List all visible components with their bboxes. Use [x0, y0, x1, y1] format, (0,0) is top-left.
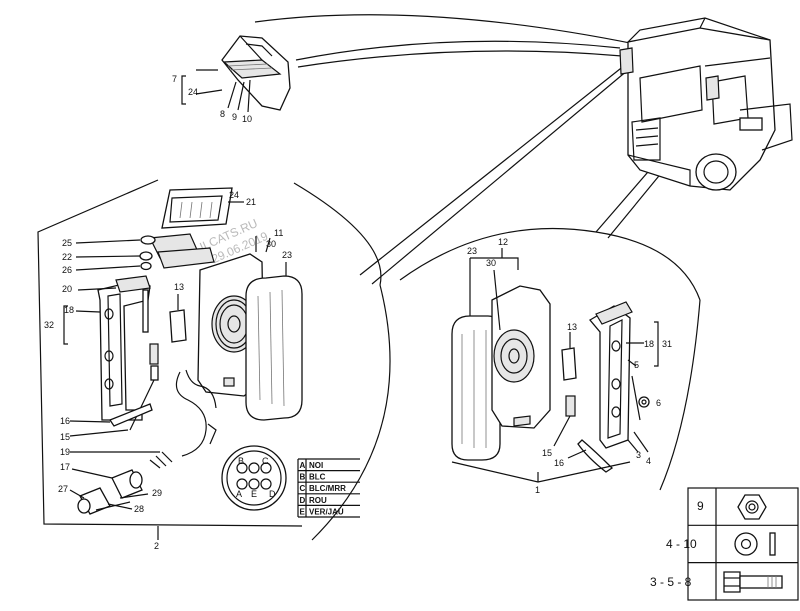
- callout-31: 31: [662, 339, 672, 349]
- callout-6: 6: [656, 398, 661, 408]
- callout-23-right: 23: [467, 246, 477, 256]
- callout-20: 20: [62, 284, 72, 294]
- legend-row-b: B BLC: [300, 473, 326, 482]
- top-inset-small-mirror: 7 24 8 9 10: [172, 35, 291, 124]
- left-mirror-assembly: 24 21 25 22 26 20 18 32 15: [37, 179, 303, 551]
- washer-icon: [734, 532, 776, 556]
- legend-row-d: D ROU: [300, 496, 328, 505]
- bolt-icon: [723, 571, 783, 593]
- legend-color: VER/JAU: [309, 507, 344, 516]
- hardware-row-washer: 4 - 10: [666, 532, 776, 556]
- legend-color: BLC/MRR: [309, 484, 346, 493]
- callout-16-right: 16: [554, 458, 564, 468]
- truck-cab-illustration: [619, 17, 793, 191]
- pinout-label-a: A: [236, 489, 242, 499]
- legend-pin: A: [300, 461, 306, 470]
- connector-pinout: A B C D E: [221, 445, 287, 511]
- callout-26: 26: [62, 265, 72, 275]
- callout-21: 21: [246, 197, 256, 207]
- arc-left-top: [293, 182, 382, 286]
- left-group-bracket: [37, 179, 303, 527]
- callout-25: 25: [62, 238, 72, 248]
- callout-13-left: 13: [174, 282, 184, 292]
- hardware-refs: 3 - 5 - 8: [650, 575, 692, 589]
- right-mirror-assembly: 12 23 30 13 15 16: [451, 237, 672, 495]
- legend-row-c: C BLC/MRR: [300, 484, 347, 493]
- callout-28: 28: [134, 504, 144, 514]
- callout-7: 7: [172, 74, 177, 84]
- hardware-row-nut: 9: [697, 494, 767, 520]
- callout-15-left: 15: [60, 432, 70, 442]
- callout-3: 3: [636, 450, 641, 460]
- callout-22: 22: [62, 252, 72, 262]
- callout-18-left: 18: [64, 305, 74, 315]
- pinout-label-d: D: [269, 489, 276, 499]
- legend-pin: B: [300, 473, 306, 482]
- hardware-row-bolt: 3 - 5 - 8: [650, 571, 783, 593]
- hardware-reference-table: 9 4 - 10 3 - 5 - 8: [650, 487, 799, 601]
- callout-8-top: 8: [220, 109, 225, 119]
- callout-18-right: 18: [644, 339, 654, 349]
- legend-color: ROU: [309, 496, 327, 505]
- legend-row-e: E VER/JAU: [300, 507, 344, 516]
- callout-4: 4: [646, 456, 651, 466]
- arc-top: [254, 14, 641, 46]
- hardware-refs: 4 - 10: [666, 537, 697, 551]
- leader-left-mirror: [359, 64, 626, 276]
- legend-color: BLC: [309, 473, 326, 482]
- callout-32: 32: [44, 320, 54, 330]
- callout-19: 19: [60, 447, 70, 457]
- callout-24-left: 24: [229, 190, 239, 200]
- arc-left-bottom: [311, 284, 391, 541]
- hardware-refs: 9: [697, 499, 704, 513]
- legend-pin: C: [300, 484, 306, 493]
- callout-30-right: 30: [486, 258, 496, 268]
- legend-pin: E: [300, 507, 306, 516]
- callout-9-top: 9: [232, 112, 237, 122]
- callout-27: 27: [58, 484, 68, 494]
- leader-top-inset-2: [297, 50, 623, 68]
- callout-5: 5: [634, 360, 639, 370]
- wire-color-legend: A NOI B BLC C BLC/MRR D ROU E VER/JAU: [297, 458, 360, 518]
- callout-13-right: 13: [567, 322, 577, 332]
- arc-right-top: [399, 227, 701, 301]
- callout-24-top: 24: [188, 87, 198, 97]
- legend-color: NOI: [309, 461, 323, 470]
- callout-11: 11: [274, 228, 283, 238]
- callout-17: 17: [60, 462, 70, 472]
- leader-left-mirror-2: [371, 69, 629, 285]
- callout-15-right: 15: [542, 448, 552, 458]
- arc-right-bottom: [659, 299, 701, 491]
- callout-29: 29: [152, 488, 162, 498]
- pinout-label-b: B: [238, 456, 244, 466]
- callout-23-left: 23: [282, 250, 292, 260]
- callout-16-left: 16: [60, 416, 70, 426]
- legend-pin: D: [300, 496, 306, 505]
- callout-2: 2: [154, 541, 159, 551]
- callout-30-left: 30: [266, 239, 276, 249]
- callout-12: 12: [498, 237, 508, 247]
- leader-top-inset: [295, 40, 621, 61]
- pinout-label-c: C: [262, 456, 269, 466]
- callout-10-top: 10: [242, 114, 252, 124]
- legend-row-a: A NOI: [300, 461, 324, 470]
- pinout-label-e: E: [251, 489, 257, 499]
- callout-1: 1: [535, 485, 540, 495]
- hex-nut-icon: [737, 494, 767, 520]
